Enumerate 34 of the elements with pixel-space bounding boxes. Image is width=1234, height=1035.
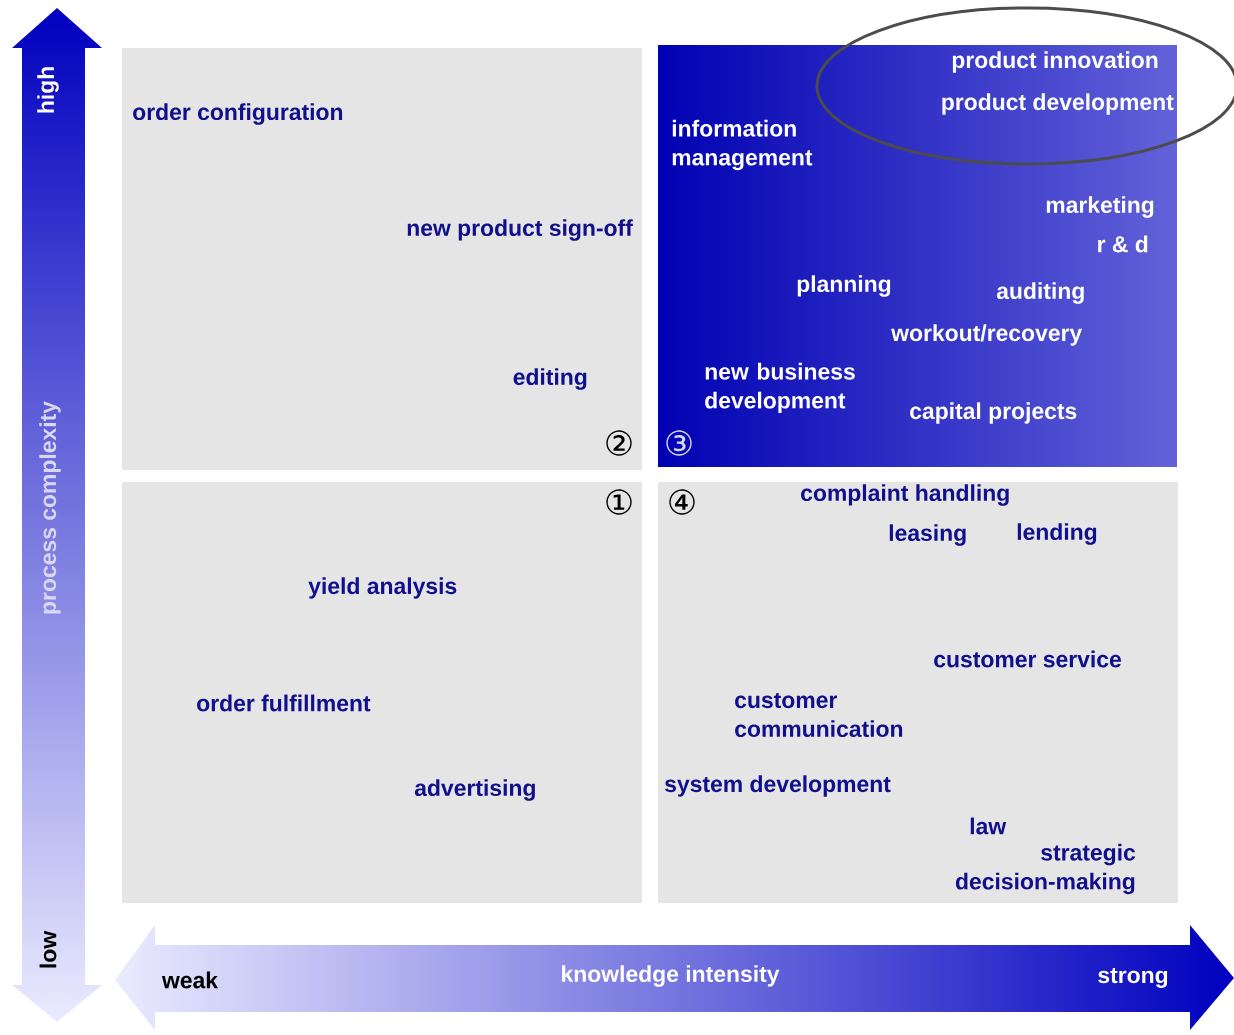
activity-label: marketing [1046, 196, 1154, 218]
activity-label: planning [797, 275, 891, 297]
activity-label: complaint handling [801, 484, 1009, 506]
axis-end-label: weak [161, 971, 219, 989]
activity-label: auditing [996, 282, 1084, 304]
activity-label: product innovation [952, 51, 1158, 73]
axis-end-label: high [37, 67, 59, 113]
activity-label: yield analysis [308, 577, 457, 599]
axis-title: knowledge intensity [562, 965, 780, 987]
activity-label: strategic decision-making [955, 843, 1136, 895]
quadrant-number: ① [606, 489, 632, 515]
activity-label: order fulfillment [197, 694, 371, 712]
quadrant-number: ② [606, 430, 632, 456]
activity-label: editing [513, 368, 587, 390]
activity-label: product development [942, 93, 1174, 115]
activity-label: new business development [705, 362, 855, 414]
activity-label: capital projects [910, 402, 1077, 424]
activity-label: information management [672, 119, 813, 171]
activity-label: customer communication [735, 692, 903, 738]
activity-label: new product sign-off [407, 219, 633, 241]
quadrant-number: ③ [666, 430, 692, 456]
activity-label: law [970, 817, 1007, 835]
activity-label: workout/recovery [891, 324, 1083, 346]
quadrant-number: ④ [669, 489, 695, 515]
axis-end-label: low [39, 930, 57, 968]
activity-label: customer service [934, 650, 1121, 668]
activity-label: lending [1017, 523, 1097, 545]
activity-label: advertising [414, 779, 535, 801]
activity-label: system development [665, 775, 891, 797]
activity-label: r & d [1098, 235, 1148, 253]
axis-end-label: strong [1098, 968, 1168, 988]
axis-title: process complexity [39, 401, 61, 614]
activity-label: leasing [889, 524, 966, 546]
activity-label: order configuration [133, 103, 343, 125]
